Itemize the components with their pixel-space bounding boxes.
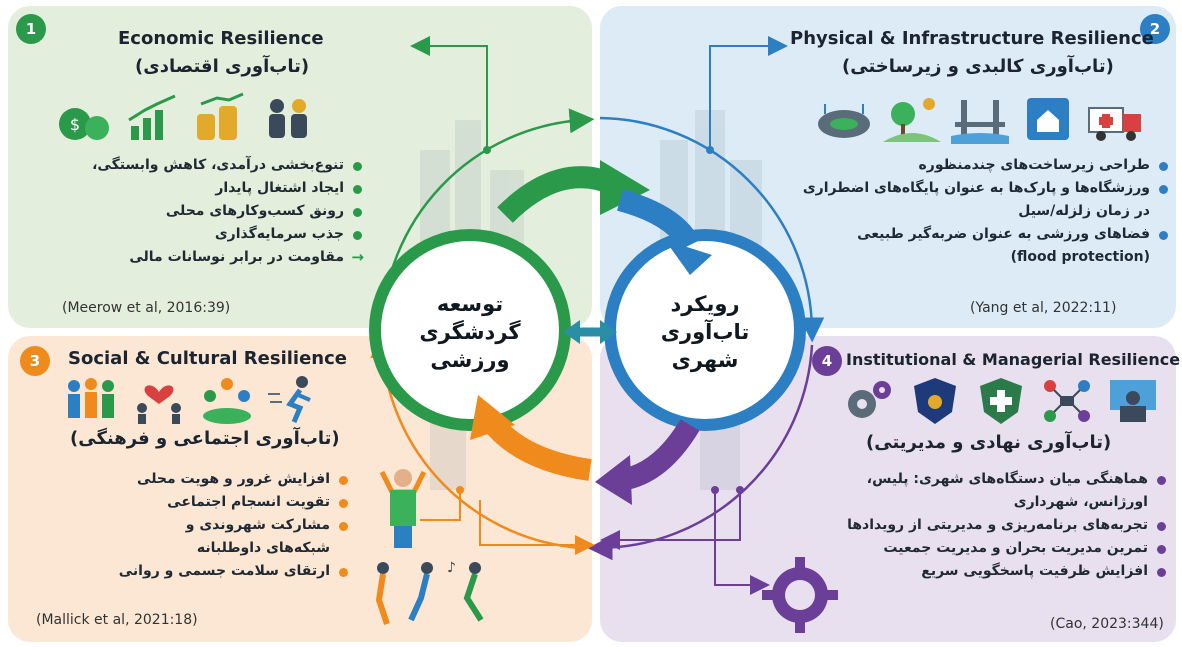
coin-stacks-icon [197, 92, 244, 140]
group-meeting-icon [203, 378, 251, 424]
sport-tourism-ring [369, 229, 571, 431]
list-item: رونق کسب‌وکارهای محلی [24, 200, 364, 223]
park-icon [883, 98, 941, 142]
bridge-icon [951, 100, 1009, 144]
growth-chart-icon [128, 94, 176, 140]
panel-1-number-badge: 1 [16, 14, 46, 44]
list-item: افزایش غرور و هویت محلی [110, 468, 350, 491]
sport-tourism-line-2: گردشگری [419, 320, 521, 344]
cycle-arrow-orange-head [470, 395, 515, 440]
business-people-icon [269, 99, 307, 138]
physical-title-fa: (تاب‌آوری کالبدی و زیرساختی) [842, 56, 1114, 77]
list-item: تجربه‌های برنامه‌ریزی و مدیریتی از رویدا… [838, 514, 1168, 537]
list-item: جذب سرمایه‌گذاری [24, 223, 364, 246]
cycle-arrow-blue [616, 189, 700, 251]
connector-economic [410, 36, 488, 150]
volunteer-figure-icon [372, 464, 434, 550]
list-item: تنوع‌بخشی درآمدی، کاهش وابستگی، [24, 154, 364, 177]
urban-resilience-line-2: تاب‌آوری [660, 320, 750, 344]
running-people-icon: ♪ [365, 558, 505, 626]
social-title-en: Social & Cultural Resilience [68, 348, 347, 369]
list-item: تقویت انسجام اجتماعی [110, 491, 350, 514]
sport-tourism-label: توسعه گردشگری ورزشی [405, 290, 535, 374]
economic-icons: $ [55, 92, 317, 142]
list-item-continuation: شبکه‌های داوطلبانه [196, 540, 330, 556]
panel-3-number-badge: 3 [20, 346, 50, 376]
community-heart-icon [137, 385, 181, 424]
outer-ring-purple [587, 344, 814, 561]
list-item-continuation: اورژانس، شهرداری [1013, 494, 1148, 510]
institutional-title-en: Institutional & Managerial Resilience [846, 350, 1181, 369]
institutional-title-fa: (تاب‌آوری نهادی و مدیریتی) [866, 432, 1112, 453]
bidirectional-link-right-head [600, 320, 617, 344]
cycle-arrow-blue-head [665, 240, 712, 275]
list-item: طراحی زیرساخت‌های چندمنظوره [790, 154, 1170, 177]
economic-list: تنوع‌بخشی درآمدی، کاهش وابستگی، ایجاد اش… [24, 154, 364, 269]
connector-social [420, 490, 461, 521]
list-item: افزایش ظرفیت پاسخگویی سریع [838, 560, 1168, 583]
stadium-icon [818, 104, 870, 138]
list-item: مقاومت در برابر نوسانات مالی [24, 246, 364, 269]
sport-tourism-line-1: توسعه [436, 292, 504, 316]
physical-icons [815, 94, 1145, 144]
list-item: ورزشگاه‌ها و پارک‌ها به عنوان پایگاه‌های… [790, 177, 1170, 200]
panel-2-number-badge: 2 [1140, 14, 1170, 44]
svg-text:♪: ♪ [447, 560, 456, 576]
institutional-citation: (Cao, 2023:344) [1050, 616, 1164, 632]
social-list: افزایش غرور و هویت محلی تقویت انسجام اجت… [110, 468, 350, 583]
urban-resilience-line-3: شهری [671, 348, 739, 372]
connector-physical [709, 36, 788, 150]
list-item: هماهنگی میان دستگاه‌های شهری: پلیس، [838, 468, 1168, 491]
physical-title-en: Physical & Infrastructure Resilience [790, 28, 1154, 49]
shelter-icon [1027, 98, 1069, 140]
urban-resilience-line-1: رویکرد [670, 292, 740, 316]
money-bags-icon: $ [59, 108, 109, 140]
economic-title-fa: (تاب‌آوری اقتصادی) [135, 56, 310, 77]
runner-icon [268, 376, 311, 423]
crowd-icon [68, 378, 114, 418]
list-item: مشارکت شهروندی و [110, 514, 350, 537]
connector-institutional-2 [600, 490, 741, 550]
economic-title-en: Economic Resilience [118, 28, 324, 49]
bidirectional-link-left-head [563, 320, 580, 344]
social-title-fa: (تاب‌آوری اجتماعی و فرهنگی) [70, 428, 340, 449]
list-item-continuation: در زمان زلزله/سیل [1018, 203, 1150, 219]
economic-citation: (Meerow et al, 2016:39) [62, 300, 231, 316]
manager-icon [1110, 380, 1156, 422]
outer-ring-blue [599, 116, 825, 343]
social-citation: (Mallick et al, 2021:18) [36, 612, 198, 628]
cycle-arrow-purple-head [595, 455, 632, 505]
institutional-list: هماهنگی میان دستگاه‌های شهری: پلیس، اورژ… [838, 468, 1168, 583]
svg-text:$: $ [70, 115, 80, 134]
list-item-continuation: (flood protection) [1010, 249, 1150, 265]
physical-list: طراحی زیرساخت‌های چندمنظوره ورزشگاه‌ها و… [790, 154, 1170, 269]
physical-citation: (Yang et al, 2022:11) [970, 300, 1117, 316]
social-icons [62, 374, 324, 424]
list-item: ایجاد اشتغال پایدار [24, 177, 364, 200]
urban-resilience-label: رویکرد تاب‌آوری شهری [640, 290, 770, 374]
police-badge-icon [914, 378, 956, 424]
cycle-arrow-green-head [600, 160, 650, 215]
sport-tourism-line-3: ورزشی [430, 348, 510, 372]
list-item: ارتقای سلامت جسمی و روانی [110, 560, 350, 583]
large-gear-icon [762, 557, 838, 633]
list-item: تمرین مدیریت بحران و مدیریت جمعیت [838, 537, 1168, 560]
panel-4-number-badge: 4 [812, 346, 842, 376]
institutional-icons [840, 376, 1162, 426]
list-item: فضاهای ورزشی به عنوان ضربه‌گیر طبیعی [790, 223, 1170, 246]
gears-icon [848, 381, 891, 418]
connector-institutional [714, 490, 770, 595]
connector-social-2 [479, 500, 595, 555]
emergency-badge-icon [980, 378, 1022, 424]
network-people-icon [1044, 380, 1090, 422]
ambulance-icon [1088, 107, 1141, 141]
